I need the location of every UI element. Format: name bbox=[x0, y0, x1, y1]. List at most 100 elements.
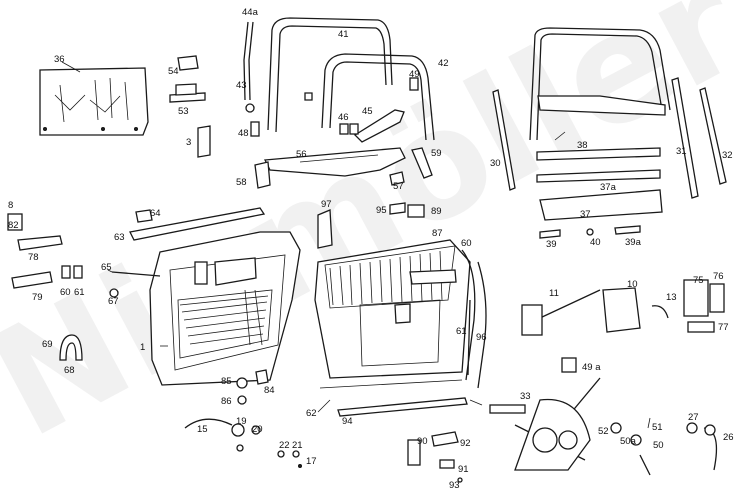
part-vertical-seal-strip bbox=[243, 21, 260, 137]
callout-label: 53 bbox=[178, 106, 189, 117]
callout-label: 37a bbox=[600, 182, 617, 193]
callout-label: 46 bbox=[338, 112, 349, 123]
part-inner-door-panel bbox=[149, 231, 301, 386]
callout-label: 95 bbox=[376, 205, 387, 216]
callout-label: 37 bbox=[580, 209, 591, 220]
callout-label: 69 bbox=[42, 339, 53, 350]
callout-label: 13 bbox=[666, 292, 677, 303]
callout-label: 1 bbox=[140, 342, 145, 353]
callout-label: 87 bbox=[432, 228, 443, 239]
callout-label: 62 bbox=[306, 408, 317, 419]
callout-label: 17 bbox=[306, 456, 317, 467]
callout-label: 90 bbox=[417, 436, 428, 447]
part-small-screws bbox=[277, 450, 302, 468]
callout-label: 91 bbox=[458, 464, 469, 475]
part-door-trim-panel bbox=[314, 239, 471, 379]
callout-label: 67 bbox=[108, 296, 119, 307]
callout-label: 97 bbox=[321, 199, 332, 210]
part-small-brackets bbox=[169, 55, 211, 158]
callout-label: 60 bbox=[60, 287, 71, 298]
callout-label: 48 bbox=[238, 128, 249, 139]
part-striker-plate bbox=[683, 279, 725, 333]
callout-label: 20 bbox=[252, 424, 263, 435]
part-connecting-rod bbox=[111, 271, 161, 277]
callout-label: 68 bbox=[64, 365, 75, 376]
callout-label: 79 bbox=[32, 292, 43, 303]
callout-label: 44a bbox=[242, 7, 259, 18]
part-fittings-lower bbox=[236, 369, 269, 405]
part-beltline-strip bbox=[129, 207, 266, 241]
callout-label: 15 bbox=[197, 424, 208, 435]
part-door-seals bbox=[461, 249, 487, 389]
callout-label: 19 bbox=[236, 416, 247, 427]
part-handle-parts bbox=[407, 431, 463, 483]
callout-label: 96 bbox=[476, 332, 487, 343]
callout-labels: 1 3 8 10 11 13 15 17 19 20 21 22 26 27 3… bbox=[8, 7, 734, 491]
callout-label: 77 bbox=[718, 322, 729, 333]
callout-label: 27 bbox=[688, 412, 699, 423]
part-window-crank bbox=[184, 418, 261, 452]
part-window-frame-channel bbox=[267, 17, 393, 133]
part-rear-window-channel bbox=[304, 53, 435, 141]
part-top-trim-rail bbox=[254, 147, 433, 189]
callout-label: 52 bbox=[598, 426, 609, 437]
callout-label: 49 bbox=[409, 69, 420, 80]
part-bottom-strips bbox=[319, 379, 468, 417]
callout-label: 61 bbox=[456, 326, 467, 337]
callout-label: 50 bbox=[653, 440, 664, 451]
callout-label: 39a bbox=[625, 237, 642, 248]
callout-label: 3 bbox=[186, 137, 191, 148]
callout-label: 31 bbox=[676, 146, 687, 157]
callout-label: 45 bbox=[362, 106, 373, 117]
callout-label: 78 bbox=[28, 252, 39, 263]
part-window-regulator bbox=[489, 357, 601, 471]
callout-label: 22 bbox=[279, 440, 290, 451]
callout-label: 40 bbox=[590, 237, 601, 248]
callout-label: 94 bbox=[342, 416, 353, 427]
callout-label: 82 bbox=[8, 220, 19, 231]
callout-label: 38 bbox=[577, 140, 588, 151]
callout-label: 32 bbox=[722, 150, 733, 161]
callout-label: 26 bbox=[723, 432, 734, 443]
callout-label: 11 bbox=[549, 288, 559, 299]
callout-label: 21 bbox=[292, 440, 303, 451]
callout-label: 75 bbox=[693, 275, 704, 286]
callout-label: 60 bbox=[461, 238, 472, 249]
callout-label: 56 bbox=[296, 149, 307, 160]
callout-label: 76 bbox=[713, 271, 724, 282]
callout-label: 63 bbox=[114, 232, 125, 243]
callout-label: 36 bbox=[54, 54, 65, 65]
part-window-glass bbox=[39, 67, 149, 136]
part-glass-lift-bracket bbox=[339, 109, 405, 143]
callout-label: 93 bbox=[449, 480, 460, 491]
leader-lines bbox=[61, 61, 483, 413]
callout-label: 51 bbox=[652, 422, 663, 433]
callout-label: 30 bbox=[490, 158, 501, 169]
callout-label: 84 bbox=[264, 385, 275, 396]
callout-label: 49 a bbox=[582, 362, 601, 373]
callout-label: 50a bbox=[620, 436, 637, 447]
part-door-lock bbox=[521, 287, 669, 336]
part-regulator-fasteners bbox=[610, 417, 651, 476]
part-inner-door-handle bbox=[686, 422, 718, 471]
callout-label: 61 bbox=[74, 287, 85, 298]
callout-label: 64 bbox=[150, 208, 161, 219]
part-window-lift-rails bbox=[536, 131, 663, 221]
callout-label: 39 bbox=[546, 239, 557, 250]
callout-label: 57 bbox=[393, 181, 404, 192]
callout-label: 54 bbox=[168, 66, 179, 77]
callout-label: 65 bbox=[101, 262, 112, 273]
part-door-stop bbox=[59, 334, 83, 361]
callout-label: 42 bbox=[438, 58, 449, 69]
callout-label: 59 bbox=[431, 148, 442, 159]
part-check-strap-fittings bbox=[7, 213, 119, 298]
part-door-window-assembly bbox=[529, 27, 671, 141]
callout-label: 86 bbox=[221, 396, 232, 407]
callout-label: 33 bbox=[520, 391, 531, 402]
part-trim-piece bbox=[317, 209, 333, 249]
part-window-guide-rails bbox=[492, 77, 727, 199]
callout-label: 89 bbox=[431, 206, 442, 217]
callout-label: 92 bbox=[460, 438, 471, 449]
part-rail-clips bbox=[539, 225, 641, 239]
